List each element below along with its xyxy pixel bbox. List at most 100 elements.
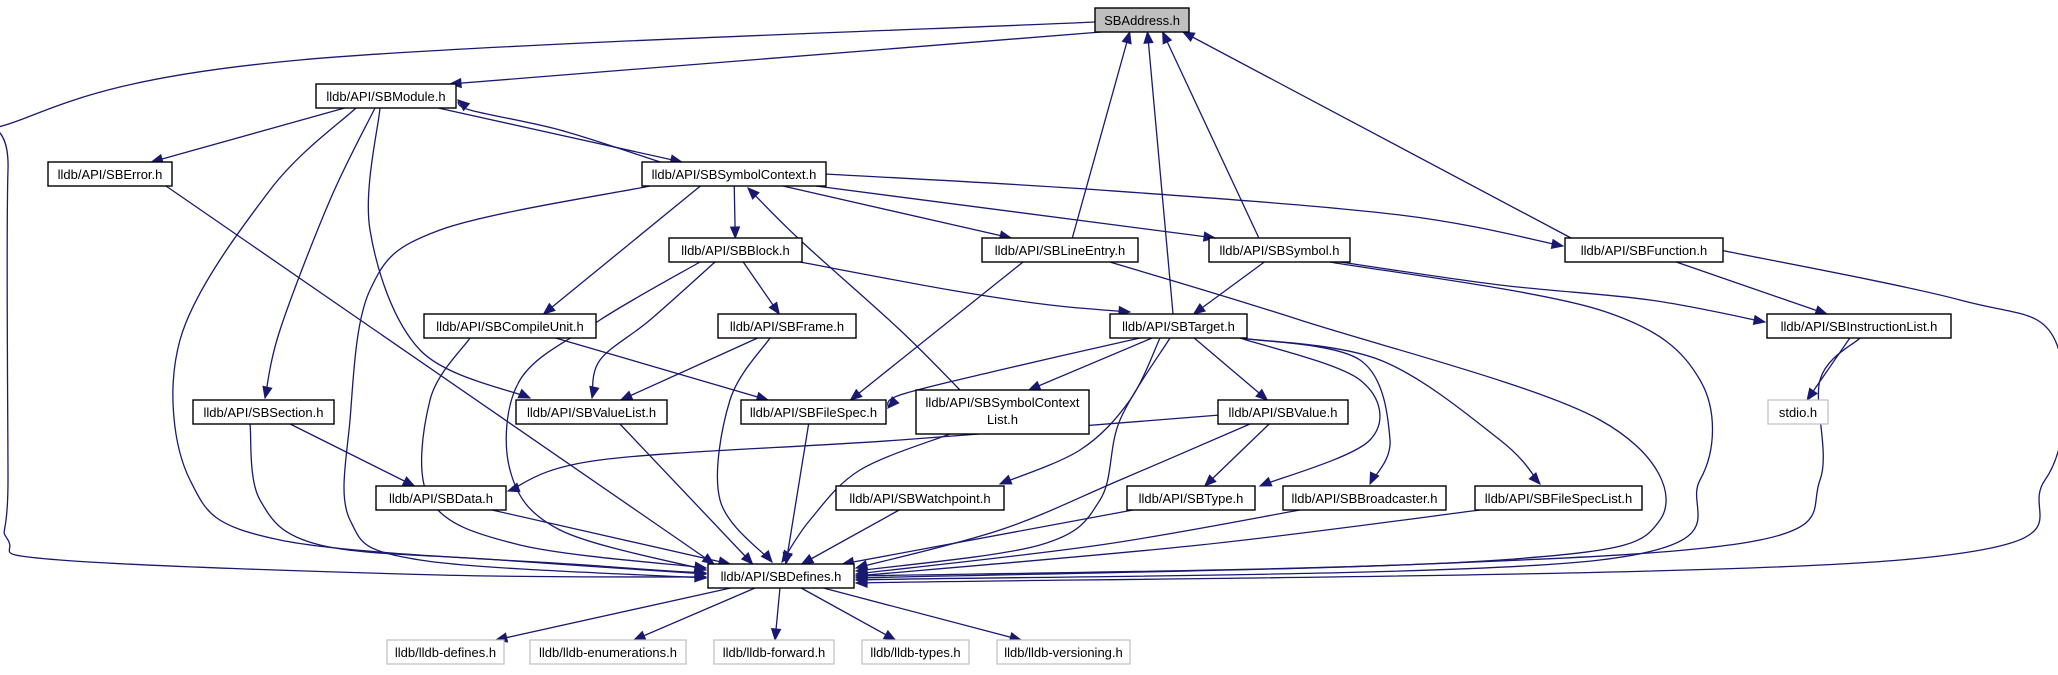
arrowhead-icon bbox=[1806, 387, 1818, 402]
edge-sblineentry-to-sbaddress bbox=[1071, 30, 1132, 239]
edge-line bbox=[457, 99, 661, 163]
node-lldbtypes: lldb/lldb-types.h bbox=[861, 639, 970, 665]
node-box bbox=[668, 237, 803, 263]
edge-sbtarget-to-sbsymbolcontextlist bbox=[1027, 337, 1153, 391]
nodes-layer: SBAddress.h lldb/API/SBModule.h lldb/API/S… bbox=[47, 7, 1952, 665]
edge-line bbox=[591, 261, 716, 399]
edge-line bbox=[1028, 337, 1153, 391]
node-label: lldb/API/SBType.h bbox=[1139, 491, 1244, 506]
node-sbmodule[interactable]: lldb/API/SBModule.h bbox=[315, 83, 457, 109]
edge-sbsymbolcontextlist-to-sbsymbolcontext bbox=[747, 187, 961, 391]
edge-line bbox=[619, 423, 754, 565]
arrowhead-icon bbox=[694, 567, 708, 579]
arrowhead-icon bbox=[760, 549, 773, 564]
arrowhead-icon bbox=[1162, 30, 1173, 45]
arrowhead-icon bbox=[619, 390, 634, 401]
edge-sbframe-to-sbdefines bbox=[716, 337, 773, 564]
node-sberror[interactable]: lldb/API/SBError.h bbox=[47, 161, 173, 187]
edge-sbfilespeclist-to-sbdefines bbox=[854, 509, 1481, 581]
edge-sbtype-to-sbdefines bbox=[841, 509, 1134, 568]
edge-sbinstructionlist-to-stdio bbox=[1806, 337, 1851, 402]
node-sbdata[interactable]: lldb/API/SBData.h bbox=[375, 485, 507, 511]
edge-sbblock-to-sbframe bbox=[742, 261, 781, 316]
node-box bbox=[1767, 399, 1829, 425]
edge-sbdefines-to-lldbtypes bbox=[800, 587, 897, 641]
node-lldbenumerations: lldb/lldb-enumerations.h bbox=[529, 639, 687, 665]
node-sbcompileunit[interactable]: lldb/API/SBCompileUnit.h bbox=[423, 313, 597, 339]
node-label: lldb/API/SBSymbolContext.h bbox=[652, 167, 817, 182]
edge-sbdata-to-sbdefines bbox=[491, 509, 732, 567]
edge-line bbox=[555, 337, 769, 401]
node-sbsymbol[interactable]: lldb/API/SBSymbol.h bbox=[1208, 237, 1351, 263]
edge-line bbox=[1676, 261, 1827, 315]
node-label: lldb/API/SBLineEntry.h bbox=[995, 243, 1126, 258]
node-box bbox=[375, 485, 507, 511]
edge-line bbox=[801, 509, 900, 565]
arrowhead-icon bbox=[1027, 380, 1042, 391]
arrowhead-icon bbox=[740, 552, 754, 565]
edge-sbsymbol-to-sbtarget bbox=[1192, 261, 1265, 315]
edge-line bbox=[543, 185, 701, 315]
arrowhead-icon bbox=[1369, 471, 1380, 486]
node-label: lldb/API/SBFunction.h bbox=[1581, 243, 1707, 258]
node-sbframe[interactable]: lldb/API/SBFrame.h bbox=[717, 313, 857, 339]
node-box bbox=[1217, 399, 1349, 425]
arrowhead-icon bbox=[747, 187, 760, 200]
node-sbwatchpoint[interactable]: lldb/API/SBWatchpoint.h bbox=[835, 485, 1005, 511]
edge-sbblock-to-sbtarget bbox=[799, 261, 1132, 317]
edges-layer bbox=[0, 21, 2058, 643]
edge-sbwatchpoint-to-sbdefines bbox=[800, 509, 900, 565]
edge-sbblock-to-sbvaluelist bbox=[589, 261, 716, 400]
arrowhead-icon bbox=[506, 482, 521, 493]
arrowhead-icon bbox=[517, 388, 532, 399]
node-lldbdefines: lldb/lldb-defines.h bbox=[386, 639, 505, 665]
node-sbfunction[interactable]: lldb/API/SBFunction.h bbox=[1564, 237, 1724, 263]
node-box bbox=[47, 161, 173, 187]
edge-line bbox=[855, 509, 1481, 577]
node-sblineentry[interactable]: lldb/API/SBLineEntry.h bbox=[981, 237, 1139, 263]
node-sbsection[interactable]: lldb/API/SBSection.h bbox=[192, 399, 335, 425]
node-sbaddress[interactable]: SBAddress.h bbox=[1094, 7, 1190, 33]
node-sbinstructionlist[interactable]: lldb/API/SBInstructionList.h bbox=[1766, 313, 1952, 339]
arrowhead-icon bbox=[1203, 474, 1217, 487]
edge-line bbox=[1339, 261, 1766, 323]
edge-line bbox=[842, 509, 1134, 565]
edge-line bbox=[449, 31, 1102, 85]
edge-sbfunction-to-sbdefines bbox=[854, 249, 2058, 588]
node-sbtarget[interactable]: lldb/API/SBTarget.h bbox=[1109, 313, 1248, 339]
edge-sbvalue-to-sbdefines bbox=[854, 423, 1251, 571]
node-box bbox=[641, 161, 827, 187]
node-label: lldb/API/SBInstructionList.h bbox=[1781, 319, 1938, 334]
arrowhead-icon bbox=[854, 577, 868, 588]
node-label: lldb/API/SBData.h bbox=[389, 491, 493, 506]
node-label: lldb/API/SBFileSpecList.h bbox=[1485, 491, 1632, 506]
node-box bbox=[423, 313, 597, 339]
edge-line bbox=[815, 185, 1216, 239]
node-sbvalue[interactable]: lldb/API/SBValue.h bbox=[1217, 399, 1349, 425]
node-sbdefines[interactable]: lldb/API/SBDefines.h bbox=[707, 563, 855, 589]
edge-line bbox=[491, 509, 731, 565]
arrowhead-icon bbox=[768, 301, 781, 316]
node-lldbforward: lldb/lldb-forward.h bbox=[713, 639, 835, 665]
edge-line bbox=[343, 185, 707, 579]
node-sbsymbolcontext[interactable]: lldb/API/SBSymbolContext.h bbox=[641, 161, 827, 187]
node-sbblock[interactable]: lldb/API/SBBlock.h bbox=[668, 237, 803, 263]
node-label: stdio.h bbox=[1779, 405, 1817, 420]
node-label: lldb/API/SBFileSpec.h bbox=[750, 405, 877, 420]
node-sbbroadcaster[interactable]: lldb/API/SBBroadcaster.h bbox=[1282, 485, 1447, 511]
edge-line bbox=[1239, 337, 1541, 485]
node-label: lldb/API/SBError.h bbox=[58, 167, 163, 182]
edge-line bbox=[1239, 337, 1381, 487]
edge-line bbox=[800, 587, 896, 641]
arrowhead-icon bbox=[1192, 302, 1207, 315]
edge-sbtarget-to-sbwatchpoint bbox=[998, 337, 1161, 485]
edge-line bbox=[782, 185, 1012, 239]
node-box bbox=[1208, 237, 1351, 263]
arrowhead-icon bbox=[849, 388, 863, 401]
node-sbvaluelist[interactable]: lldb/API/SBValueList.h bbox=[515, 399, 668, 425]
arrowhead-icon bbox=[1143, 30, 1154, 44]
node-sbfilespec[interactable]: lldb/API/SBFileSpec.h bbox=[740, 399, 887, 425]
node-sbfilespeclist[interactable]: lldb/API/SBFileSpecList.h bbox=[1474, 485, 1643, 511]
node-sbtype[interactable]: lldb/API/SBType.h bbox=[1126, 485, 1256, 511]
